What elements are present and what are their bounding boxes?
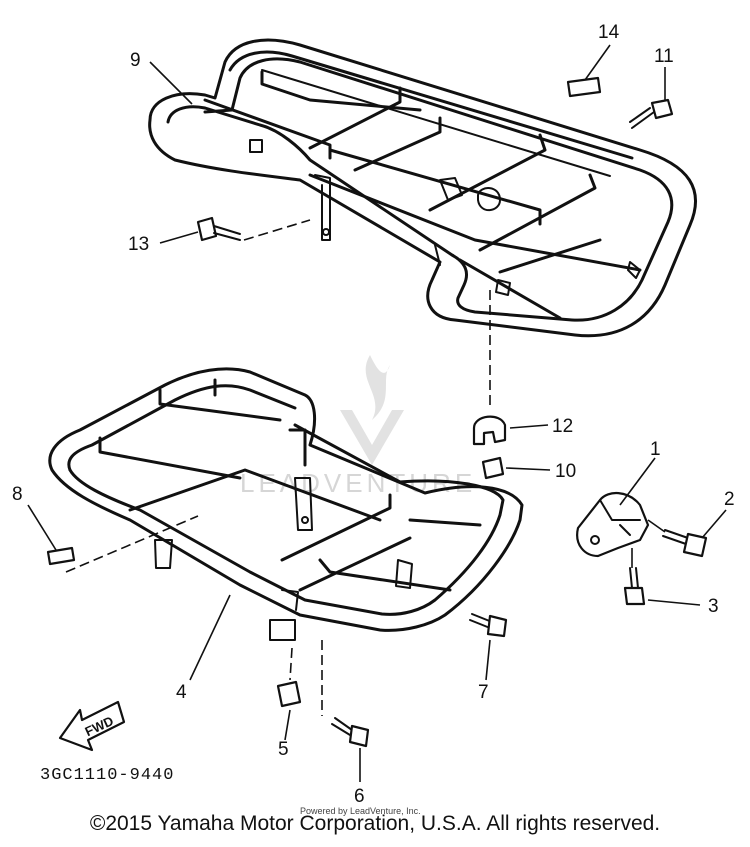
bolt-part-2	[647, 509, 727, 558]
watermark-small-text: Powered by LeadVenture, Inc.	[300, 806, 421, 816]
drawing-code: 3GC1110-9440	[40, 766, 174, 785]
callout-9: 9	[130, 50, 141, 71]
callout-8: 8	[12, 484, 23, 505]
collar-part-5	[276, 647, 302, 741]
fwd-arrow-icon: FWD	[58, 700, 126, 752]
callout-11: 11	[654, 46, 674, 67]
bolt-part-11	[629, 67, 674, 129]
bolt-part-3	[623, 548, 701, 606]
front-carrier-part-4	[48, 367, 524, 641]
callout-2: 2	[724, 489, 735, 510]
rear-carrier-part-9	[148, 38, 697, 338]
callout-1: 1	[650, 439, 661, 460]
callout-6: 6	[354, 786, 365, 807]
copyright-notice: ©2015 Yamaha Motor Corporation, U.S.A. A…	[89, 812, 661, 835]
clamp-part-12	[472, 415, 549, 446]
watermark-brand: LEADVENTURE	[240, 468, 476, 498]
watermark-logo-icon	[340, 355, 404, 465]
label-part-8	[46, 546, 76, 566]
label-part-14	[566, 76, 602, 98]
callout-5: 5	[278, 739, 289, 760]
callout-3: 3	[708, 596, 719, 617]
bolt-part-6	[321, 640, 370, 782]
callout-7: 7	[478, 682, 489, 703]
bolt-part-7	[469, 613, 508, 681]
bolt-part-13	[159, 216, 311, 244]
callout-13: 13	[128, 234, 149, 255]
callout-10: 10	[555, 461, 576, 482]
collar-part-10	[481, 456, 551, 480]
callout-12: 12	[552, 416, 573, 437]
bracket-part-1	[576, 457, 656, 558]
callout-14: 14	[598, 22, 620, 43]
callout-4: 4	[176, 682, 187, 703]
